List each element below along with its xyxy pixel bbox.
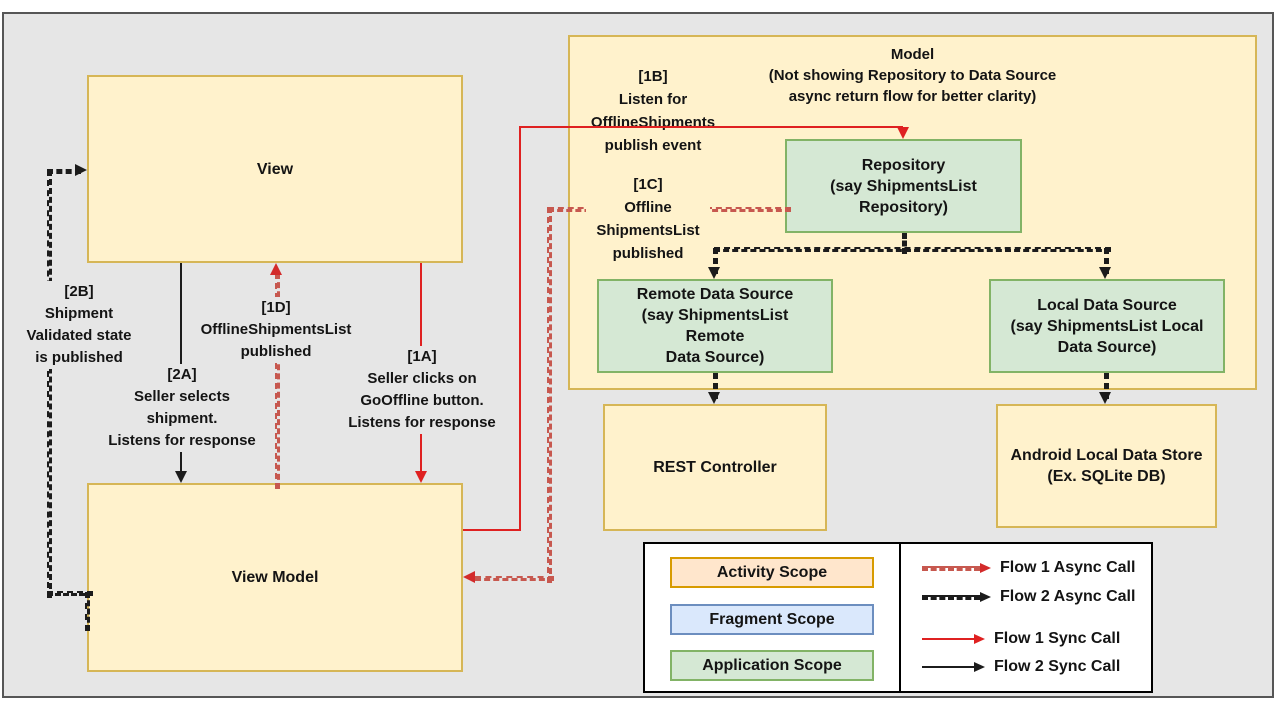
model-container-title: Model (Not showing Repository to Data So…: [768, 46, 1057, 105]
arrow-right-icon: [974, 634, 985, 644]
legend-flow-1-async: Flow 1 Async Call: [922, 559, 1135, 577]
annotation-2a: [2A] Seller selects shipment. Listens fo…: [94, 364, 270, 452]
legend-flow-2-sync: Flow 2 Sync Call: [922, 658, 1120, 676]
connector-repo-split-line: [902, 233, 907, 254]
legend-swatch-label: Fragment Scope: [709, 610, 835, 628]
node-remote-data-source: Remote Data Source (say ShipmentsList Re…: [597, 279, 833, 373]
connector-2b-line: [47, 170, 52, 598]
arrow-left-icon: [463, 571, 475, 583]
arrow-right-icon: [974, 662, 985, 672]
node-android-store: Android Local Data Store (Ex. SQLite DB): [996, 404, 1217, 528]
connector-2b-line: [85, 592, 90, 631]
legend-flow-2-async: Flow 2 Async Call: [922, 588, 1135, 606]
arrow-right-icon: [980, 563, 991, 573]
legend-swatch-application-scope: Application Scope: [670, 650, 874, 681]
connector-1c-line: [547, 207, 552, 583]
arrow-down-icon: [1099, 392, 1111, 404]
annotation-1a: [1A] Seller clicks on GoOffline button. …: [334, 346, 510, 434]
arrow-right-icon: [75, 164, 87, 176]
arrow-down-icon: [708, 392, 720, 404]
node-view-model: View Model: [87, 483, 463, 672]
annotation-1b: [1B] Listen for OfflineShipments publish…: [590, 68, 716, 154]
arrow-down-icon: [415, 471, 427, 483]
legend-flow-label: Flow 2 Sync Call: [994, 658, 1121, 675]
node-view-label: View: [256, 160, 294, 178]
arrow-up-icon: [270, 263, 282, 275]
connector-1b-line: [519, 126, 903, 128]
arrow-down-icon: [175, 471, 187, 483]
legend-flow-label: Flow 2 Async Call: [1000, 588, 1136, 605]
solid-red-line-icon: [922, 638, 974, 640]
node-repository: Repository (say ShipmentsList Repository…: [785, 139, 1022, 233]
dashed-black-line-icon: [922, 594, 980, 600]
node-remote-data-source-label: Remote Data Source (say ShipmentsList Re…: [636, 286, 794, 366]
connector-1c-line: [475, 576, 554, 581]
legend-swatch-label: Application Scope: [702, 656, 842, 674]
connector-1b-line: [463, 529, 520, 531]
annotation-1c: [1C] Offline ShipmentsList published: [586, 173, 710, 265]
node-repository-label: Repository (say ShipmentsList Repository…: [830, 156, 977, 216]
node-view-model-label: View Model: [231, 569, 319, 586]
legend-flow-1-sync: Flow 1 Sync Call: [922, 630, 1120, 648]
legend-flow-label: Flow 1 Async Call: [1000, 559, 1136, 576]
arrow-down-icon: [708, 267, 720, 279]
legend: Activity Scope Fragment Scope Applicatio…: [643, 542, 1153, 693]
legend-swatch-label: Activity Scope: [716, 563, 828, 581]
legend-flow-label: Flow 1 Sync Call: [994, 630, 1121, 647]
legend-divider: [899, 544, 901, 691]
arrow-down-icon: [1099, 267, 1111, 279]
connector-repo-split-line: [714, 247, 1111, 252]
arrow-down-icon: [897, 127, 909, 139]
solid-black-line-icon: [922, 666, 974, 668]
node-rest-controller: REST Controller: [603, 404, 827, 531]
legend-swatch-fragment-scope: Fragment Scope: [670, 604, 874, 635]
annotation-2b: [2B] Shipment Validated state is publish…: [17, 281, 141, 369]
node-rest-controller-label: REST Controller: [653, 459, 777, 476]
node-local-data-source-label: Local Data Source (say ShipmentsList Loc…: [1010, 296, 1204, 356]
dashed-red-line-icon: [922, 565, 980, 571]
node-local-data-source: Local Data Source (say ShipmentsList Loc…: [989, 279, 1225, 373]
node-view: View: [87, 75, 463, 263]
arrow-right-icon: [980, 592, 991, 602]
connector-1b-line: [519, 127, 521, 531]
node-android-store-label: Android Local Data Store (Ex. SQLite DB): [1010, 447, 1203, 485]
legend-swatch-activity-scope: Activity Scope: [670, 557, 874, 588]
connector-2b-line: [47, 591, 93, 596]
